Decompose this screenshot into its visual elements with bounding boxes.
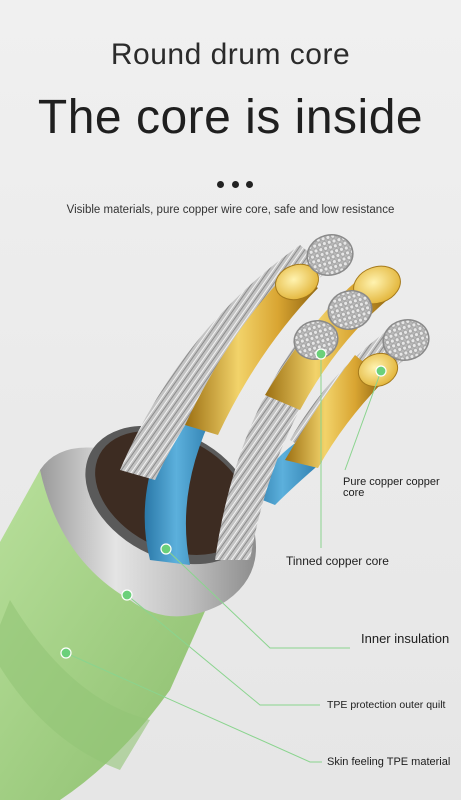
callout-skin-tpe-label: Skin feeling TPE material <box>327 756 451 768</box>
tinned-core-end <box>306 234 354 276</box>
copper-core-end <box>275 263 319 301</box>
copper-core-wire <box>185 270 318 435</box>
callout-pure-copper-label: Pure copper copper core <box>343 476 440 499</box>
callout-leader-lines <box>65 354 382 763</box>
callout-marker-inner-insulation <box>160 543 172 555</box>
callout-tinned-copper-label: Tinned copper core <box>286 554 389 568</box>
heading-large: The core is inside <box>37 91 424 144</box>
callout-marker-pure-copper <box>375 365 387 377</box>
ellipsis-dots-icon <box>217 181 253 189</box>
heading-small: Round drum core <box>110 38 351 71</box>
callout-marker-tpe-outer <box>121 589 133 601</box>
callout-marker-skin-tpe <box>60 647 72 659</box>
callout-inner-insulation-label: Inner insulation <box>361 631 450 646</box>
callout-tpe-outer-label: TPE protection outer quilt <box>327 699 446 711</box>
subtitle: Visible materials, pure copper wire core… <box>66 204 395 216</box>
callout-marker-tinned-copper <box>315 348 327 360</box>
